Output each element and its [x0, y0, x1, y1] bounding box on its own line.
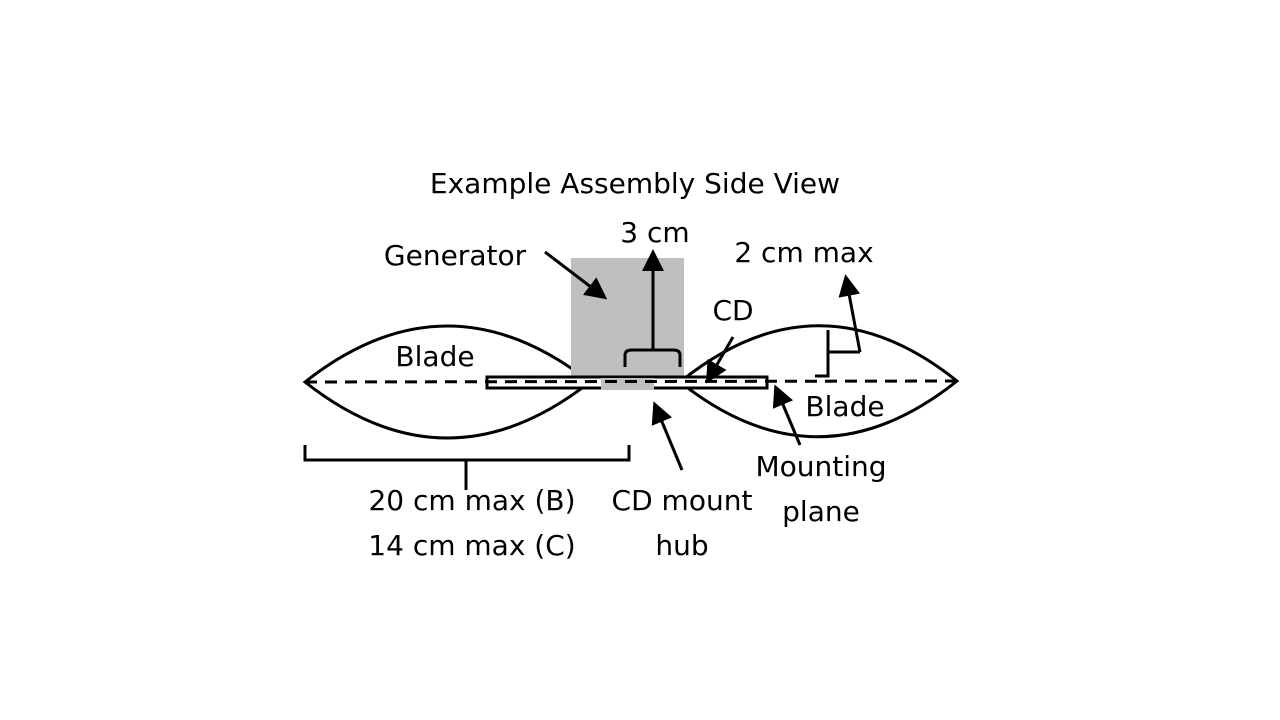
generator-block [571, 258, 684, 378]
blade-height-label: 2 cm max [734, 236, 873, 269]
hub-arrow [651, 401, 684, 471]
blade-height-bracket [815, 330, 860, 378]
generator-arrow [544, 250, 608, 300]
mounting-plane-label-2: plane [782, 495, 860, 528]
mounting-plane-arrow [772, 384, 802, 446]
diagram-title: Example Assembly Side View [430, 167, 840, 200]
right-blade-label: Blade [805, 390, 884, 423]
blade-height-arrow [838, 274, 862, 353]
height-label: 3 cm [620, 216, 689, 249]
right-blade [677, 324, 960, 439]
length-bracket [303, 445, 631, 490]
left-blade-label: Blade [395, 340, 474, 373]
length-c-label: 14 cm max (C) [368, 529, 575, 562]
hub-label-1: CD mount [612, 484, 753, 517]
cd-arrow [705, 336, 735, 384]
generator-label: Generator [384, 239, 527, 272]
cd-label: CD [712, 294, 753, 327]
mounting-plane-label-1: Mounting [755, 450, 886, 483]
cd-mount-hub [601, 378, 654, 390]
length-b-label: 20 cm max (B) [368, 484, 575, 517]
mounting-plane-line [304, 379, 958, 384]
hub-label-2: hub [655, 529, 708, 562]
